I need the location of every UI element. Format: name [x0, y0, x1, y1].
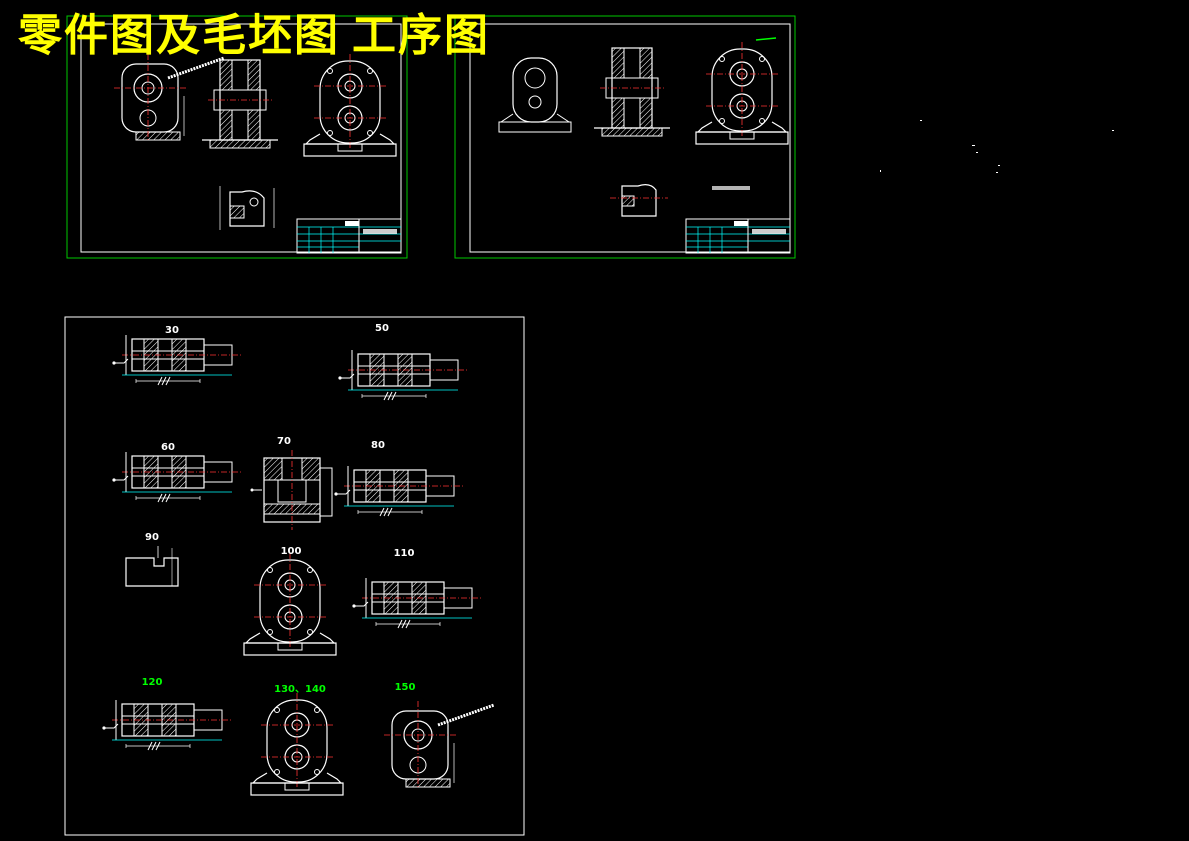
step-label: 100 — [281, 546, 302, 557]
step-label: 110 — [394, 548, 415, 559]
step-label: 150 — [395, 682, 416, 693]
step-figure-10 — [250, 692, 344, 796]
process-step-figures — [101, 334, 496, 796]
step-figure-9 — [101, 699, 233, 751]
step-label: 70 — [277, 436, 291, 447]
process-steps-sheet[interactable] — [64, 316, 525, 836]
step-figure-1 — [111, 334, 243, 386]
part-drawing-sheet[interactable] — [66, 15, 408, 259]
step-label: 50 — [375, 323, 389, 334]
step-figure-6 — [125, 546, 179, 587]
step-label: 120 — [142, 677, 163, 688]
step-label: 90 — [145, 532, 159, 543]
step-figure-11 — [382, 699, 496, 791]
step-figure-3 — [111, 451, 243, 503]
step-figure-5 — [333, 465, 465, 517]
process-drawing-title: 工序图 — [352, 10, 490, 61]
stray-cad-marks — [880, 120, 1114, 173]
step-figure-2 — [337, 349, 469, 401]
step-figure-7 — [243, 552, 337, 656]
step-figure-8 — [351, 577, 483, 629]
drawing-title-banner: 零件图及毛坯图工序图 — [18, 14, 502, 58]
part-drawing-title: 零件图及毛坯图 — [18, 10, 340, 61]
step-label: 130、140 — [274, 684, 326, 695]
step-figure-4 — [249, 449, 333, 531]
step-label: 60 — [161, 442, 175, 453]
step-label: 30 — [165, 325, 179, 336]
process-drawing-sheet[interactable] — [454, 15, 796, 259]
step-label: 80 — [371, 440, 385, 451]
